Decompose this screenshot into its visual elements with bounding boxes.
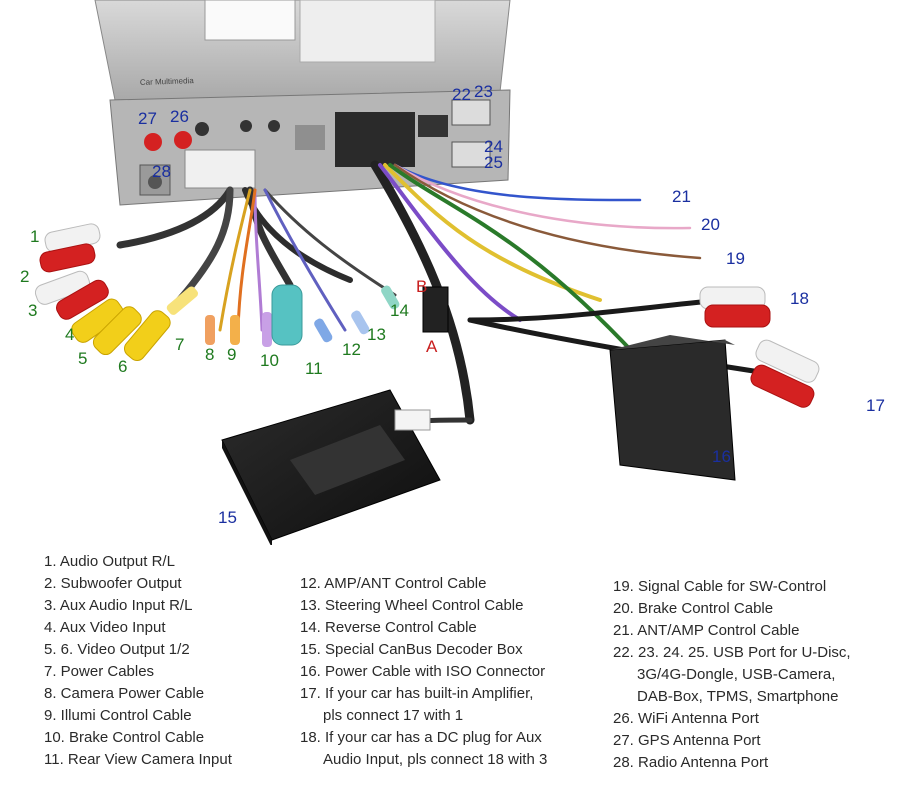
- callout-15: 15: [218, 508, 237, 527]
- callout-7: 7: [175, 335, 184, 354]
- callout-24: 24: [484, 137, 503, 156]
- legend-item-continuation: 3G/4G-Dongle, USB-Camera,: [637, 666, 836, 683]
- callout-20: 20: [701, 215, 720, 234]
- legend-column-3: 19. Signal Cable for SW-Control 20. Brak…: [613, 576, 851, 774]
- legend-item: 21. ANT/AMP Control Cable: [613, 622, 800, 639]
- callout-17: 17: [866, 396, 885, 415]
- wire-harness: [116, 160, 763, 428]
- callout-13: 13: [367, 325, 386, 344]
- usb-port-22-23: [451, 99, 491, 126]
- legend-item: 27. GPS Antenna Port: [613, 732, 761, 749]
- legend-column-1: 1. Audio Output R/L 2. Subwoofer Output …: [44, 551, 232, 771]
- callout-26: 26: [170, 107, 189, 126]
- legend-item: 3. Aux Audio Input R/L: [44, 597, 193, 614]
- wiring-diagram-photo: Car Multimedia: [20, 0, 885, 545]
- legend-item-continuation: DAB-Box, TPMS, Smartphone: [637, 688, 839, 705]
- callout-B: B: [416, 277, 427, 296]
- legend-item: 2. Subwoofer Output: [44, 575, 182, 592]
- usb-port-24-25: [451, 141, 491, 168]
- legend-item: 17. If your car has built-in Amplifier,: [300, 685, 534, 702]
- legend-item: 18. If your car has a DC plug for Aux: [300, 729, 542, 746]
- rca-plugs-left: [34, 223, 400, 361]
- legend-item: 13. Steering Wheel Control Cable: [300, 597, 524, 614]
- legend-item: 22. 23. 24. 25. USB Port for U-Disc,: [613, 644, 851, 661]
- legend-item: 9. Illumi Control Cable: [44, 707, 192, 724]
- callout-9: 9: [227, 345, 236, 364]
- callout-14: 14: [390, 301, 409, 320]
- callout-10: 10: [260, 351, 279, 370]
- legend-item: 19. Signal Cable for SW-Control: [613, 578, 827, 595]
- callout-6: 6: [118, 357, 127, 376]
- callout-27: 27: [138, 109, 157, 128]
- callout-21: 21: [672, 187, 691, 206]
- legend-item: 16. Power Cable with ISO Connector: [300, 663, 546, 680]
- callout-25: 25: [484, 153, 503, 172]
- callout-19: 19: [726, 249, 745, 268]
- callout-1: 1: [30, 227, 39, 246]
- legend-item: 12. AMP/ANT Control Cable: [300, 575, 487, 592]
- iso-socket: [335, 112, 415, 167]
- car-multimedia-print: Car Multimedia: [140, 76, 195, 87]
- legend-item: 10. Brake Control Cable: [44, 729, 205, 746]
- legend-item: 26. WiFi Antenna Port: [613, 710, 759, 727]
- canbus-decoder-box: [221, 389, 441, 545]
- wifi-antenna-port: [174, 131, 192, 149]
- ab-connector: [422, 286, 449, 333]
- legend-item: 20. Brake Control Cable: [613, 600, 774, 617]
- legend-item: 8. Camera Power Cable: [44, 685, 205, 702]
- callout-5: 5: [78, 349, 87, 368]
- callout-22: 22: [452, 85, 471, 104]
- legend-item: 1. Audio Output R/L: [44, 553, 175, 570]
- iso-connector: [609, 335, 736, 481]
- callout-23: 23: [474, 82, 493, 101]
- callout-4: 4: [65, 325, 74, 344]
- gps-antenna-port: [144, 133, 162, 151]
- callout-18: 18: [790, 289, 809, 308]
- legend-item: 15. Special CanBus Decoder Box: [300, 641, 523, 658]
- callout-labels: 1 2 3 4 5 6 7 8 9 10 11 12 13 14 15 16 1…: [20, 82, 885, 527]
- callout-11: 11: [305, 359, 323, 378]
- legend-item: 28. Radio Antenna Port: [613, 754, 769, 771]
- legend-item-continuation: pls connect 17 with 1: [323, 707, 464, 724]
- legend-item: 7. Power Cables: [44, 663, 155, 680]
- legend-column-2: 12. AMP/ANT Control Cable 13. Steering W…: [300, 573, 547, 771]
- legend-item: 14. Reverse Control Cable: [300, 619, 477, 636]
- callout-A: A: [426, 337, 438, 356]
- legend-item: 4. Aux Video Input: [44, 619, 166, 636]
- legend-item: 11. Rear View Camera Input: [44, 751, 232, 768]
- rca-plugs-right: [699, 286, 820, 408]
- legend-item: 5. 6. Video Output 1/2: [44, 641, 190, 658]
- callout-12: 12: [342, 340, 361, 359]
- callout-8: 8: [205, 345, 214, 364]
- callout-16: 16: [712, 447, 731, 466]
- rear-camera-input: [271, 284, 303, 346]
- legend-item-continuation: Audio Input, pls connect 18 with 3: [323, 751, 548, 768]
- callout-28: 28: [152, 162, 171, 181]
- callout-2: 2: [20, 267, 29, 286]
- callout-3: 3: [28, 301, 37, 320]
